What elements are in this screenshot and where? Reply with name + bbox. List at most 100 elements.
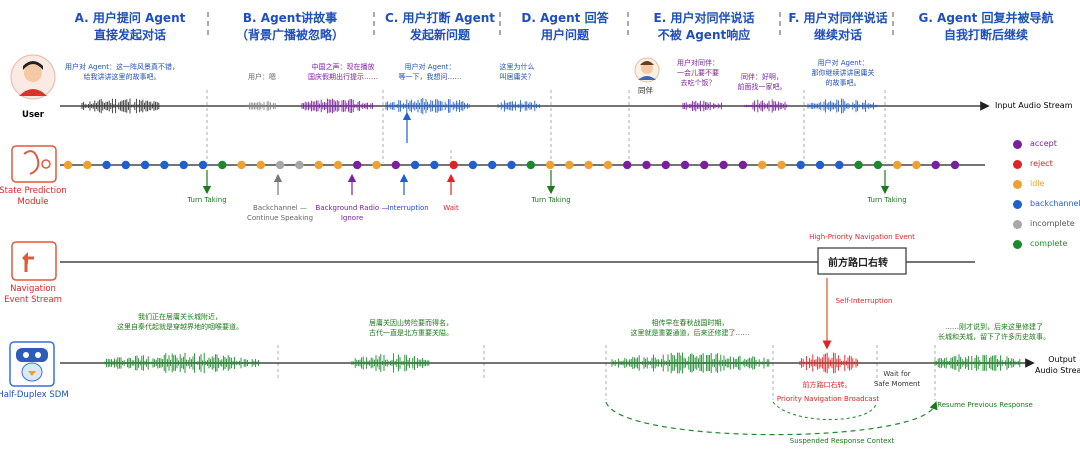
section-dividers <box>207 12 894 38</box>
utterance-d: 这里为什么叫居庸关？ <box>499 63 535 81</box>
state-dot-complete <box>854 160 863 170</box>
companion-utterance: 同伴：好啊，前面找一家吧。 <box>737 73 787 91</box>
navigation-event-box <box>817 247 907 275</box>
section-header-e: E. 用户对同伴说话不被 Agent响应 <box>653 11 755 42</box>
state-dot-idle <box>237 160 246 170</box>
state-dot-idle <box>603 160 613 170</box>
agent-speech-2: 居庸关因山势险要而得名，古代一直是北方重要关隘。 <box>369 319 453 337</box>
state-dot-accept <box>680 160 690 170</box>
agent-speech-3: 相传早在春秋战国时期，这里就是重要通道，后来还修建了…… <box>630 319 750 337</box>
state-dot-backchannel <box>815 160 825 170</box>
legend-swatch-accept <box>1013 140 1022 149</box>
legend-label-incomplete: incomplete <box>1030 219 1075 228</box>
legend-swatch-backchannel <box>1013 200 1022 209</box>
legend-label-reject: reject <box>1030 159 1053 168</box>
section-header-g: G. Agent 回复并被导航自我打断后继续 <box>918 11 1054 42</box>
state-dot-idle <box>912 160 921 170</box>
state-dot-accept <box>623 160 632 170</box>
agent-waveform-4 <box>934 354 1021 372</box>
state-dot-accept <box>661 160 670 170</box>
utterance-e: 用户对同伴：一会儿要不要去吃个饭？ <box>677 59 719 87</box>
companion-waveform <box>744 99 788 113</box>
ear-prediction-icon <box>11 145 57 183</box>
resume-response-label: Resume Previous Response <box>937 401 1033 409</box>
state-dot-idle <box>333 160 343 170</box>
agent-waveform-1 <box>104 352 260 374</box>
state-dot-accept <box>700 160 709 170</box>
utterance-c: 用户对 Agent：等一下，我想问…… <box>398 63 462 81</box>
state-dot-accept <box>738 160 748 170</box>
state-dot-idle <box>372 160 381 170</box>
state-dot-backchannel <box>796 160 805 170</box>
state-dot-idle <box>83 160 92 170</box>
legend-label-accept: accept <box>1030 139 1057 148</box>
state-dot-accept <box>642 160 651 170</box>
state-dot-backchannel <box>140 160 150 170</box>
state-dot-backchannel <box>198 160 208 170</box>
input-stream-label: Input Audio Stream <box>995 101 1073 110</box>
state-dot-complete <box>873 160 883 170</box>
interruption-label: Interruption <box>387 204 429 212</box>
legend-swatch-incomplete <box>1013 220 1022 229</box>
companion-label: 同伴 <box>638 86 653 95</box>
agent-speech-4: ……刚才说到，后来这里修建了长城和关城，留下了许多历史故事。 <box>938 323 1050 341</box>
user-waveform-b <box>247 101 276 111</box>
state-dot-complete <box>218 160 227 170</box>
section-header-d: D. Agent 回答用户问题 <box>521 11 609 42</box>
suspended-context-label: Suspended Response Context <box>789 437 895 445</box>
nav-event-text: 前方路口右转 <box>828 258 888 269</box>
user-waveform-c <box>385 97 470 115</box>
user-label: User <box>22 110 44 120</box>
state-dot-reject <box>449 160 458 170</box>
state-dot-backchannel <box>835 160 844 170</box>
state-dot-backchannel <box>488 160 497 170</box>
turn-taking-label-d: Turn Taking <box>531 196 571 204</box>
state-dot-backchannel <box>468 160 478 170</box>
utterance-a: 用户对 Agent：这一阵风景真不错，给我讲讲这里的故事吧。 <box>65 63 179 81</box>
turn-left-navigation-icon <box>11 241 57 281</box>
user-waveform-d <box>497 100 541 112</box>
nav-broadcast-text: 前方路口右转。 <box>802 381 852 389</box>
state-dot-idle <box>777 160 786 170</box>
state-dot-accept <box>950 160 960 170</box>
state-dot-backchannel <box>179 160 188 170</box>
nav-event-title: High-Priority Navigation Event <box>809 233 915 241</box>
background-radio-utterance: 中国之声：现在播放国庆假期出行提示…… <box>308 63 378 81</box>
state-dot-idle <box>545 160 555 170</box>
suspended-context-arc <box>605 401 938 436</box>
agent-speech-1: 我们正在居庸关长城附近，这里自秦代起就是穿越界地的咽喉要道。 <box>117 313 243 331</box>
state-dot-accept <box>719 160 728 170</box>
legend-label-backchannel: backchannel <box>1030 199 1080 208</box>
state-dot-idle <box>256 160 265 170</box>
state-dot-backchannel <box>507 160 516 170</box>
backchannel-label: Backchannel —Continue Speaking <box>246 204 314 222</box>
user-avatar-icon <box>10 54 56 100</box>
section-header-f: F. 用户对同伴说话继续对话 <box>788 11 888 42</box>
turn-taking-label-a: Turn Taking <box>187 196 227 204</box>
utterance-g: 用户对 Agent：那你继续讲讲居庸关的故事吧。 <box>811 59 875 87</box>
wait-safe-arc <box>772 401 877 420</box>
time-guides <box>206 90 936 400</box>
legend-swatch-complete <box>1013 240 1022 249</box>
legend-swatch-idle <box>1013 180 1022 189</box>
state-dot-complete <box>526 160 535 170</box>
state-dot-idle <box>565 160 574 170</box>
radio-waveform <box>301 98 373 114</box>
legend-label-idle: idle <box>1030 179 1045 188</box>
utterance-b: 用户：嗯 <box>248 73 276 81</box>
state-dot-accept <box>931 160 940 170</box>
section-header-b: B. Agent讲故事（背景广播被忽略） <box>235 11 345 42</box>
state-dot-accept <box>353 160 362 170</box>
agent-waveform-3 <box>611 352 770 374</box>
state-dot-backchannel <box>410 160 420 170</box>
legend-swatch-reject <box>1013 160 1022 169</box>
sdm-label: Half-Duplex SDM <box>0 390 69 400</box>
sdm-robot-icon <box>9 341 55 387</box>
